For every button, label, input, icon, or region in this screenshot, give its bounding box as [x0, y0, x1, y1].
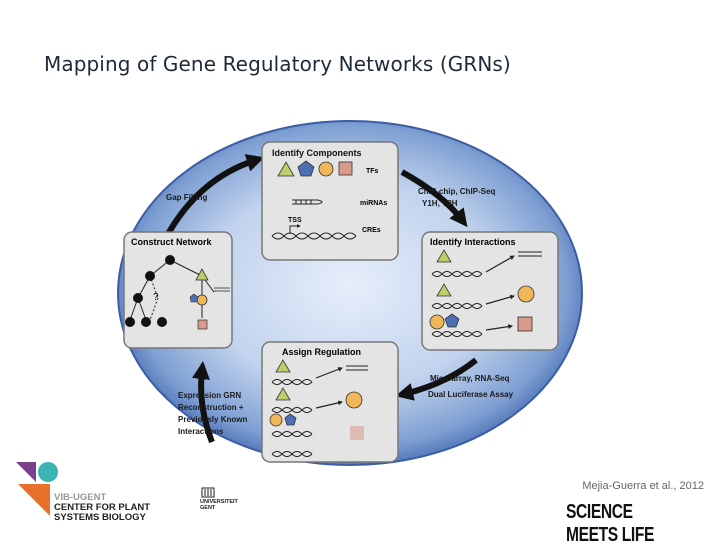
university-name: UNIVERSITEIT GENT	[200, 499, 238, 511]
tf-triangle-icon	[436, 249, 452, 263]
unknown-link-label: ?	[153, 292, 159, 303]
tf-pentagon-icon	[189, 293, 199, 303]
org-line-3: SYSTEMS BIOLOGY	[54, 512, 146, 523]
tf-square-icon	[197, 319, 208, 330]
panel-identify-interactions: Identify Interactions	[421, 231, 559, 351]
expression-label-1: Expression GRN	[178, 391, 241, 400]
regulation-arrow	[315, 400, 343, 409]
tf-square-icon	[338, 161, 353, 176]
regulation-arrow	[485, 294, 515, 305]
dna-icon	[431, 271, 483, 277]
regulation-arrow	[315, 367, 343, 379]
univ-line-2: GENT	[200, 505, 216, 511]
mirnas-label: miRNAs	[360, 200, 387, 207]
tf-square-icon	[350, 426, 364, 440]
network-node	[133, 293, 143, 303]
dna-icon	[271, 407, 313, 413]
mirna-hairpin-icon	[292, 199, 323, 205]
identify-components-title: Identify Components	[272, 148, 362, 158]
org-name: VIB-UGENT CENTER FOR PLANT SYSTEMS BIOLO…	[54, 493, 150, 523]
cres-label: CREs	[362, 227, 381, 234]
assign-regulation-title: Assign Regulation	[282, 347, 361, 357]
dna-icon	[271, 431, 313, 437]
network-node	[157, 317, 167, 327]
tf-circle-icon	[345, 391, 363, 409]
vib-logo-icon	[16, 462, 58, 516]
arrow-microarray	[395, 357, 478, 401]
tagline: SCIENCE MEETS LIFE	[566, 501, 654, 546]
tf-triangle-icon	[195, 268, 209, 281]
arrow-gap-filling	[165, 154, 265, 236]
mirna-hairpin-icon	[518, 251, 542, 257]
dna-icon	[271, 232, 357, 240]
chip-label-2: Y1H, Y2H	[422, 199, 458, 208]
tf-circle-icon	[318, 161, 334, 177]
arrow-expression	[192, 361, 215, 444]
tf-pentagon-icon	[444, 313, 460, 328]
background-ellipse	[117, 120, 583, 466]
construct-network-title: Construct Network	[131, 237, 213, 247]
tfs-label: TFs	[366, 168, 379, 175]
arrow-chip	[400, 169, 468, 228]
network-node	[125, 317, 135, 327]
expression-label-2: Reconstruction +	[178, 403, 244, 412]
panel-construct-network: Construct Network ?	[123, 231, 233, 349]
tf-circle-icon	[429, 314, 445, 330]
expression-label-4: Interactions	[178, 427, 224, 436]
microarray-label-1: Microarray, RNA-Seq	[430, 374, 510, 383]
tf-triangle-icon	[275, 387, 291, 401]
tf-triangle-icon	[436, 283, 452, 297]
regulation-arrow	[485, 255, 515, 273]
microarray-label-2: Dual Luciferase Assay	[428, 390, 514, 399]
dna-icon	[271, 379, 313, 385]
tf-pentagon-icon	[284, 413, 297, 426]
mirna-hairpin-icon	[346, 365, 368, 371]
gap-filling-label: Gap Filling	[166, 193, 207, 202]
dna-icon	[271, 451, 313, 457]
univ-line-1: UNIVERSITEIT	[200, 499, 238, 505]
chip-label-1: ChIP-chip, ChIP-Seq	[418, 187, 495, 196]
network-node	[141, 317, 151, 327]
panel-assign-regulation: Assign Regulation	[261, 341, 399, 463]
identify-interactions-title: Identify Interactions	[430, 237, 516, 247]
citation: Mejia-Guerra et al., 2012	[582, 480, 704, 492]
mirna-hairpin-icon	[214, 287, 230, 292]
expression-label-3: Previously Known	[178, 415, 247, 424]
tf-circle-icon	[517, 285, 535, 303]
tf-square-icon	[517, 316, 533, 332]
org-line-2: CENTER FOR PLANT	[54, 502, 151, 513]
dna-icon	[431, 331, 483, 337]
tf-triangle-icon	[277, 161, 295, 177]
network-node	[145, 271, 155, 281]
tss-arrow-icon	[289, 224, 301, 234]
cycle-arrows	[165, 154, 478, 444]
tf-circle-icon	[196, 294, 208, 306]
tf-circle-icon	[269, 413, 283, 427]
slide-title: Mapping of Gene Regulatory Networks (GRN…	[44, 52, 511, 76]
dna-icon	[431, 303, 483, 309]
network-node	[165, 255, 175, 265]
panel-identify-components: Identify Components TFs miRNAs TSS CREs	[261, 141, 399, 261]
grn-diagram: Gap Filling ChIP-chip, ChIP-Seq Y1H, Y2H…	[117, 120, 583, 466]
tss-label: TSS	[288, 217, 302, 224]
ugent-logo-icon	[201, 487, 215, 498]
tf-triangle-icon	[275, 359, 291, 373]
org-line-1: VIB-UGENT	[54, 492, 107, 503]
regulation-arrow	[485, 324, 513, 331]
tf-pentagon-icon	[297, 160, 315, 177]
